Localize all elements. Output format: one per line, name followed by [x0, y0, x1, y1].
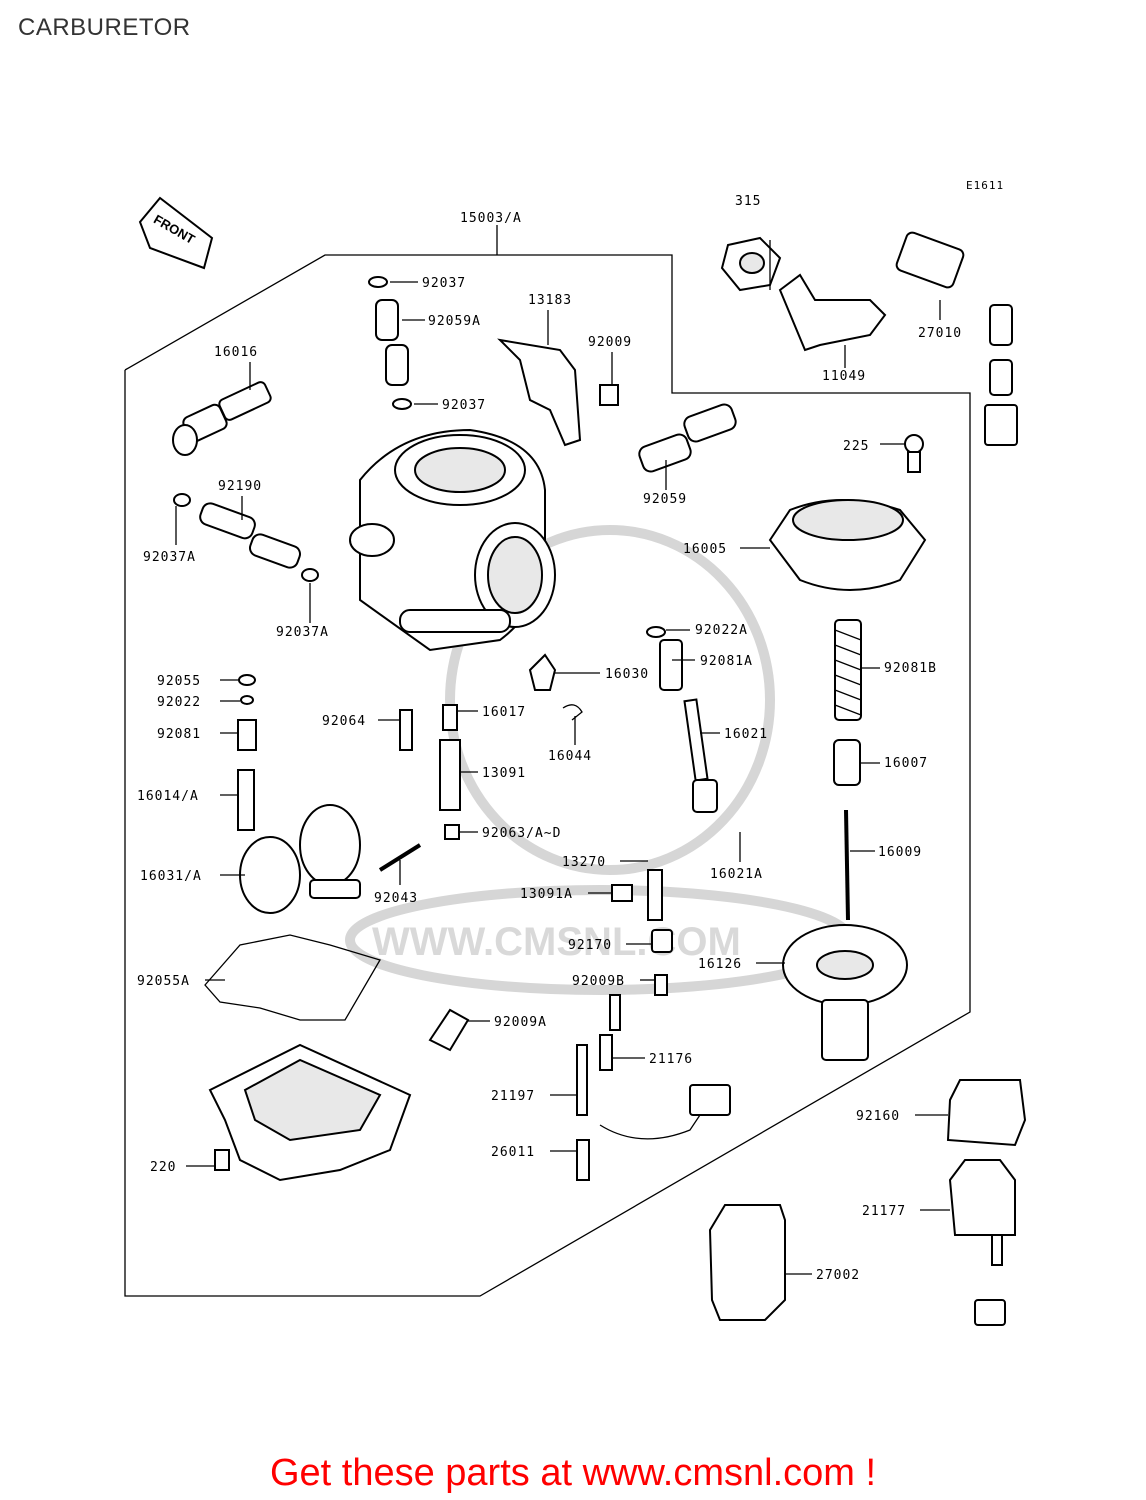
- diagram-code: E1611: [966, 179, 1004, 192]
- part-16007: [833, 739, 861, 786]
- part-16005: [768, 499, 927, 591]
- part-label: 92170: [568, 938, 612, 953]
- part-label: 21176: [649, 1052, 693, 1067]
- part-label: 16005: [683, 542, 727, 557]
- part-label: 92022A: [695, 623, 748, 638]
- part-label: 92190: [218, 479, 262, 494]
- part-label: 92009B: [572, 974, 625, 989]
- part-label: 16021A: [710, 867, 763, 882]
- part-label: 225: [843, 439, 869, 454]
- part-label: 27010: [918, 326, 962, 341]
- part-label: 92059: [643, 492, 687, 507]
- part-92009A: [428, 1008, 470, 1052]
- part-16009: [844, 809, 850, 921]
- part-label: 16017: [482, 705, 526, 720]
- part-27002: [708, 1204, 786, 1321]
- part-label: 92009A: [494, 1015, 547, 1030]
- part-label: 21197: [491, 1089, 535, 1104]
- part-label: 92055A: [137, 974, 190, 989]
- part-92160: [946, 1079, 1027, 1147]
- part-92081B-spring: [834, 619, 862, 721]
- assembly-outline: [124, 254, 971, 1297]
- promo-link[interactable]: Get these parts at www.cmsnl.com !: [269, 1452, 877, 1494]
- watermark: WWW.CMSNL.COM: [345, 525, 855, 995]
- part-21177: [948, 1159, 1016, 1326]
- part-11049: [778, 273, 887, 352]
- part-label: 16014/A: [137, 789, 199, 804]
- part-label: 92037: [442, 398, 486, 413]
- watermark-text: WWW.CMSNL.COM: [372, 920, 741, 964]
- tube-parts: [199, 299, 737, 569]
- part-16021: [659, 639, 718, 813]
- part-label: 92043: [374, 891, 418, 906]
- part-16126: [782, 924, 908, 1061]
- page-title: CARBURETOR: [18, 14, 191, 41]
- part-label: 16009: [878, 845, 922, 860]
- part-label: 13270: [562, 855, 606, 870]
- part-label: 16007: [884, 756, 928, 771]
- part-label: 27002: [816, 1268, 860, 1283]
- part-label: 92081: [157, 727, 201, 742]
- sensor-parts: [576, 1034, 731, 1181]
- part-labels: 15003/A 315 27010 11049 13183 92037 9205…: [137, 194, 962, 1283]
- part-225: [904, 434, 924, 454]
- leader-lines: [175, 240, 950, 1275]
- part-13183: [497, 338, 582, 447]
- part-label: 92022: [157, 695, 201, 710]
- part-220: [214, 1149, 230, 1171]
- part-label: 16031/A: [140, 869, 202, 884]
- part-label: 220: [150, 1160, 176, 1175]
- part-27010: [895, 231, 1018, 446]
- part-label: 16044: [548, 749, 592, 764]
- part-label: 21177: [862, 1204, 906, 1219]
- part-label: 92059A: [428, 314, 481, 329]
- part-label: 92081A: [700, 654, 753, 669]
- part-label: 26011: [491, 1145, 535, 1160]
- part-label: 92055: [157, 674, 201, 689]
- part-label: 16021: [724, 727, 768, 742]
- part-16031-A: [239, 804, 361, 914]
- small-parts: [173, 276, 673, 1031]
- front-arrow-icon: FRONT: [138, 196, 214, 270]
- part-16016: [172, 381, 272, 456]
- carburetor-body: [349, 428, 556, 652]
- part-label: 92037A: [276, 625, 329, 640]
- part-label: 315: [735, 194, 761, 209]
- part-label: 16030: [605, 667, 649, 682]
- part-label: 92009: [588, 335, 632, 350]
- part-label: 92081B: [884, 661, 937, 676]
- part-label: 92064: [322, 714, 366, 729]
- part-92055A: [204, 934, 381, 1021]
- part-label: 11049: [822, 369, 866, 384]
- part-label: 13183: [528, 293, 572, 308]
- part-label: 15003/A: [460, 211, 522, 226]
- part-label: 13091: [482, 766, 526, 781]
- part-label: 92160: [856, 1109, 900, 1124]
- float-bowl: [208, 1043, 412, 1182]
- part-label: 16126: [698, 957, 742, 972]
- part-label: 92037A: [143, 550, 196, 565]
- part-label: 16016: [214, 345, 258, 360]
- part-label: 13091A: [520, 887, 573, 902]
- part-label: 92037: [422, 276, 466, 291]
- part-label: 92063/A~D: [482, 826, 561, 841]
